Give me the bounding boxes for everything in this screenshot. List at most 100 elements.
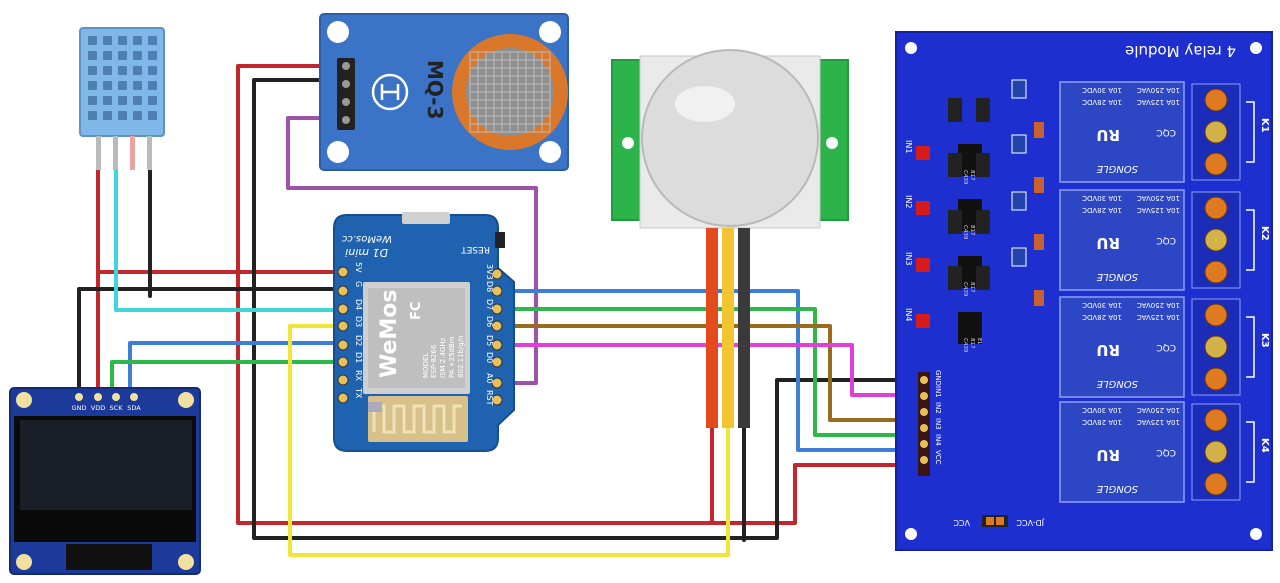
relay-brand: SONGLE — [1096, 163, 1138, 174]
relay-rating-text: 10A 250VAC — [1137, 86, 1180, 94]
resistor — [948, 98, 962, 122]
dht-vent-slot — [88, 36, 97, 45]
relay-vcc-label: VCC — [953, 518, 970, 527]
dht-vent-slot — [118, 51, 127, 60]
d1-left-pin-label: G — [354, 281, 363, 287]
relay-rating-text: 10A 28VDC — [1082, 98, 1122, 106]
fcc-mark: FC — [409, 302, 424, 320]
dht-vent-slot — [148, 81, 157, 90]
relay-header-pin-label: IN4 — [934, 434, 942, 446]
optocoupler-text: EL — [976, 338, 982, 345]
dht-vent-slot — [133, 51, 142, 60]
resistor — [948, 210, 962, 234]
relay-input-label: IN2 — [904, 195, 913, 208]
dht-vent-slot — [148, 96, 157, 105]
d1-pin-pad — [491, 303, 503, 315]
relay-rating-text: 10A 28VDC — [1082, 206, 1122, 214]
relay-header-pin-label: IN3 — [934, 418, 942, 430]
relay-rating-text: 10A 250VAC — [1137, 194, 1180, 202]
d1-left-pin-label: 5V — [354, 262, 363, 273]
d1-pin-pad — [491, 320, 503, 332]
resistor — [976, 98, 990, 122]
dht-vent-slot — [118, 36, 127, 45]
wire-purple-mq3 — [286, 116, 538, 385]
relay-ru-mark: RU — [1096, 234, 1120, 252]
dht-vent-grid — [88, 36, 157, 120]
dht-vent-slot — [88, 111, 97, 120]
dht-vent-slot — [88, 81, 97, 90]
relay-rating-text: 10A 250VAC — [1137, 301, 1180, 309]
relay-ru-mark: RU — [1096, 126, 1120, 144]
optocoupler-text: 817 — [969, 282, 975, 293]
d1-left-pin-label: D2 — [354, 335, 363, 346]
optocoupler-text: C439 — [962, 338, 968, 353]
d1-pin-pad — [337, 285, 349, 297]
relay-jdvcc-label: JD-VCC — [1016, 518, 1045, 527]
relay-led — [916, 146, 930, 160]
relay-rating-text: 10A 28VDC — [1082, 418, 1122, 426]
d1-brand: WeMos.cc — [341, 233, 392, 244]
resistor — [948, 266, 962, 290]
relay-brand: SONGLE — [1096, 271, 1138, 282]
dht-vent-slot — [133, 111, 142, 120]
wire-red-dht — [96, 166, 343, 274]
mq3-label: MQ-3 — [423, 60, 447, 120]
dht11-sensor — [79, 27, 165, 170]
wire-blue-sda — [128, 341, 343, 394]
dht-vent-slot — [133, 81, 142, 90]
dht-vent-slot — [88, 66, 97, 75]
relay-header-pin-label: IN2 — [934, 402, 942, 414]
optocoupler-text: C439 — [962, 170, 968, 185]
terminal-screw — [1204, 228, 1228, 252]
d1-pin-pad — [337, 339, 349, 351]
chip-logo: WeMos — [377, 289, 402, 378]
diode — [1034, 290, 1044, 306]
relay-label: K4 — [1259, 438, 1270, 453]
dht-vent-slot — [103, 81, 112, 90]
dht-vent-slot — [148, 36, 157, 45]
wire-yellow-pir — [288, 324, 730, 557]
dht-vent-slot — [103, 96, 112, 105]
wire-brown-in2 — [496, 324, 922, 422]
d1-left-pin-label: D1 — [354, 352, 363, 363]
relay-symbol — [1246, 101, 1255, 163]
relay-label: K3 — [1259, 333, 1270, 348]
relay-cqc-mark: CQC — [1156, 127, 1176, 137]
relay-header-pin — [920, 376, 928, 384]
optocoupler-text: 817 — [969, 225, 975, 236]
wire-red-power — [236, 64, 922, 525]
relay-body — [1059, 296, 1185, 398]
relay-body — [1059, 189, 1185, 291]
d1-left-pin-label: D4 — [354, 299, 363, 310]
dht-vent-slot — [103, 36, 112, 45]
relay-symbol — [1246, 421, 1255, 483]
relay-header-pin-label: IN1 — [934, 386, 942, 398]
relay-header-pin — [920, 440, 928, 448]
dht-vent-slot — [103, 51, 112, 60]
relay-rating-text: 10A 125VAC — [1137, 98, 1180, 106]
relay-rating-text: 10A 30VDC — [1082, 301, 1122, 309]
chip-spec-line: 802.11b/g/n — [457, 335, 465, 378]
wire-black-gnd — [252, 78, 922, 540]
terminal-screw — [1204, 440, 1228, 464]
terminal-screw — [1204, 472, 1228, 496]
d1-right-pin-label: A0 — [485, 373, 494, 384]
d1-pin-pad — [337, 320, 349, 332]
diode — [1034, 234, 1044, 250]
optocoupler-text: 817 — [969, 338, 975, 349]
resistor — [948, 153, 962, 177]
terminal-screw — [1204, 367, 1228, 391]
d1-pin-pad — [491, 268, 503, 280]
wire-green-scl — [110, 360, 343, 394]
terminal-screw — [1204, 88, 1228, 112]
transistor — [1011, 247, 1027, 267]
relay-components: IN1EL817C439IN2EL817C439IN3EL817C439IN4E… — [904, 79, 1044, 353]
oled-pin-pad — [75, 393, 83, 401]
terminal-screw — [1204, 196, 1228, 220]
relay-cqc-mark: CQC — [1156, 342, 1176, 352]
relay-body — [1059, 81, 1185, 183]
